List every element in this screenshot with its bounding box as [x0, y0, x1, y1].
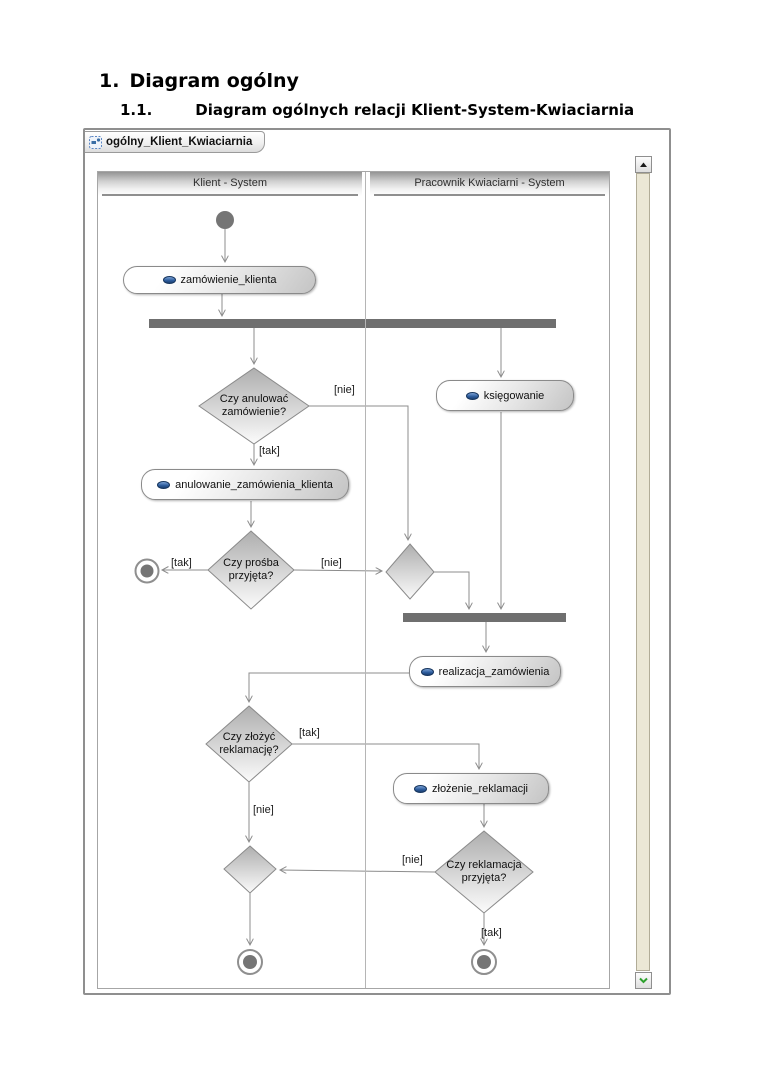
guard-nie-anulowac[interactable]: [nie] [334, 384, 355, 396]
initial-node[interactable] [216, 211, 234, 229]
heading-1: 1. Diagram ogólny [99, 70, 299, 92]
vertical-scrollbar [635, 156, 652, 989]
heading-1-number: 1. [99, 70, 120, 92]
lane-underline [102, 194, 358, 196]
lane-header-pracownik-kwiaciarni-system[interactable]: Pracownik Kwiaciarni - System [370, 172, 609, 196]
decision-czy-anulowac-label[interactable]: Czy anulować zamówienie? [219, 393, 289, 418]
decision-czy-zlozyc-shape[interactable] [205, 705, 293, 783]
activity-label: zamówienie_klienta [180, 274, 277, 286]
scroll-down-button[interactable] [635, 972, 652, 989]
guard-nie-prosba[interactable]: [nie] [321, 557, 342, 569]
guard-tak-zlozyc[interactable]: [tak] [299, 727, 320, 739]
merge-diamond-1[interactable] [385, 543, 435, 600]
activity-realizacja-zamowienia[interactable]: realizacja_zamówienia [409, 656, 561, 687]
scroll-up-button[interactable] [635, 156, 652, 173]
edge-nie-to-merge2-right[interactable] [280, 870, 436, 872]
action-icon [420, 667, 434, 676]
final-node-2[interactable] [237, 949, 263, 975]
fork-bar[interactable] [149, 319, 556, 328]
final-node-3[interactable] [471, 949, 497, 975]
lane-divider [365, 172, 366, 988]
guard-tak-anulowac[interactable]: [tak] [259, 445, 280, 457]
diagram-shapes [134, 211, 566, 975]
final-node-1[interactable] [134, 558, 160, 584]
decision-czy-zlozyc-label[interactable]: Czy złożyć reklamację? [219, 731, 279, 756]
guard-tak-reklamacja[interactable]: [tak] [481, 927, 502, 939]
merge-diamond-2[interactable] [223, 845, 277, 894]
scrollbar-thumb[interactable] [636, 173, 650, 971]
action-icon [162, 276, 176, 284]
activity-ksiegowanie[interactable]: księgowanie [436, 380, 574, 411]
heading-2: 1.1. Diagram ogólnych relacji Klient-Sys… [120, 101, 634, 119]
activity-label: księgowanie [483, 389, 545, 402]
lane-underline [374, 194, 605, 196]
edge-tak-to-zlozenie[interactable] [292, 743, 479, 769]
edge-nie-to-merge1-left[interactable] [293, 570, 382, 571]
action-icon [465, 391, 479, 400]
action-icon [414, 784, 427, 793]
activity-zlozenie-reklamacji[interactable]: złożenie_reklamacji [393, 773, 549, 804]
guard-nie-reklamacja[interactable]: [nie] [402, 854, 423, 866]
edge-merge1-to-join[interactable] [434, 571, 469, 609]
guard-tak-prosba[interactable]: [tak] [171, 557, 192, 569]
swimlane-canvas: Klient - System Pracownik Kwiaciarni - S… [97, 171, 610, 989]
scroll-up-arrow-icon [639, 161, 648, 169]
scroll-down-chevron-icon [639, 977, 648, 984]
activity-label: anulowanie_zamówienia_klienta [175, 478, 333, 491]
heading-1-text: Diagram ogólny [129, 70, 299, 92]
tab-label: ogólny_Klient_Kwiaciarnia [106, 136, 253, 148]
decision-czy-prosba-label[interactable]: Czy prośba przyjęta? [223, 557, 279, 582]
lane-title: Pracownik Kwiaciarni - System [414, 177, 565, 189]
lane-title: Klient - System [193, 177, 267, 189]
activity-anulowanie-zamowienia-klienta[interactable]: anulowanie_zamówienia_klienta [141, 469, 349, 500]
activity-diagram-icon [89, 135, 102, 149]
lane-header-klient-system[interactable]: Klient - System [98, 172, 362, 196]
edge-realizacja-to-czy-zlozyc[interactable] [249, 672, 409, 702]
activity-label: realizacja_zamówienia [438, 665, 550, 678]
diagram-tab[interactable]: ogólny_Klient_Kwiaciarnia [85, 131, 266, 153]
decision-czy-prosba-shape[interactable] [207, 530, 295, 610]
heading-2-number: 1.1. [120, 101, 153, 119]
decision-czy-reklamacja-shape[interactable] [434, 830, 534, 914]
decision-czy-anulowac-shape[interactable] [198, 367, 310, 445]
diagram-panel: ogólny_Klient_Kwiaciarnia [83, 128, 671, 995]
decision-czy-reklamacja-label[interactable]: Czy reklamacja przyjęta? [446, 859, 522, 884]
action-icon [157, 480, 171, 489]
guard-nie-zlozyc[interactable]: [nie] [253, 804, 274, 816]
join-bar[interactable] [403, 613, 566, 622]
activity-label: złożenie_reklamacji [432, 782, 528, 795]
heading-2-text: Diagram ogólnych relacji Klient-System-K… [195, 101, 635, 119]
activity-zamowienie-klienta[interactable]: zamówienie_klienta [123, 266, 316, 294]
edge-nie-to-merge1[interactable] [309, 405, 408, 540]
